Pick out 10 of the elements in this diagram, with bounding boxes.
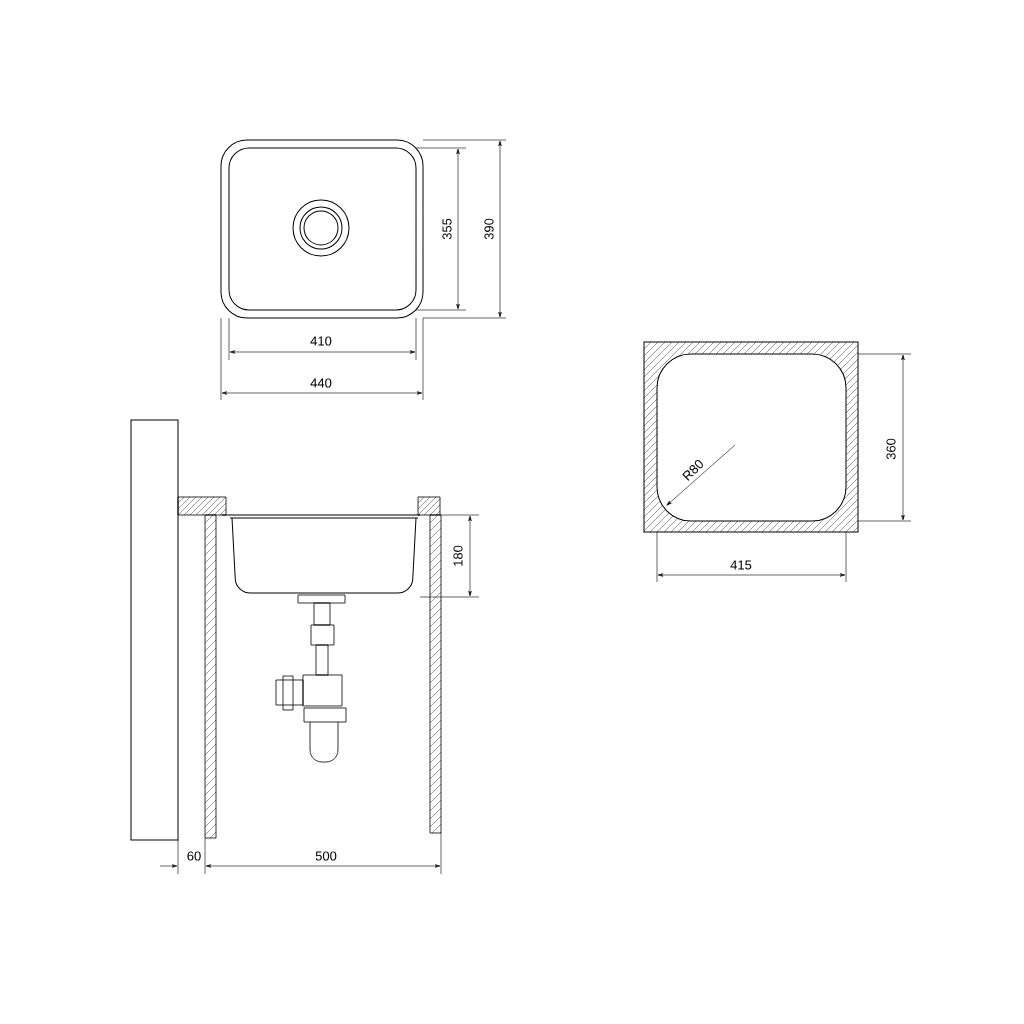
dimension-label: R80 [682,459,703,481]
dimension-label: 360 [886,438,896,460]
dimension-label: 390 [484,218,494,240]
dimension-label: 440 [310,378,332,388]
dimension-label: 410 [310,336,332,346]
dimension-label: 355 [442,218,452,240]
dimension-label: 500 [315,851,337,861]
dimension-label: 415 [730,560,752,570]
dimension-label: 180 [453,545,463,566]
dimension-label: 60 [187,851,201,861]
